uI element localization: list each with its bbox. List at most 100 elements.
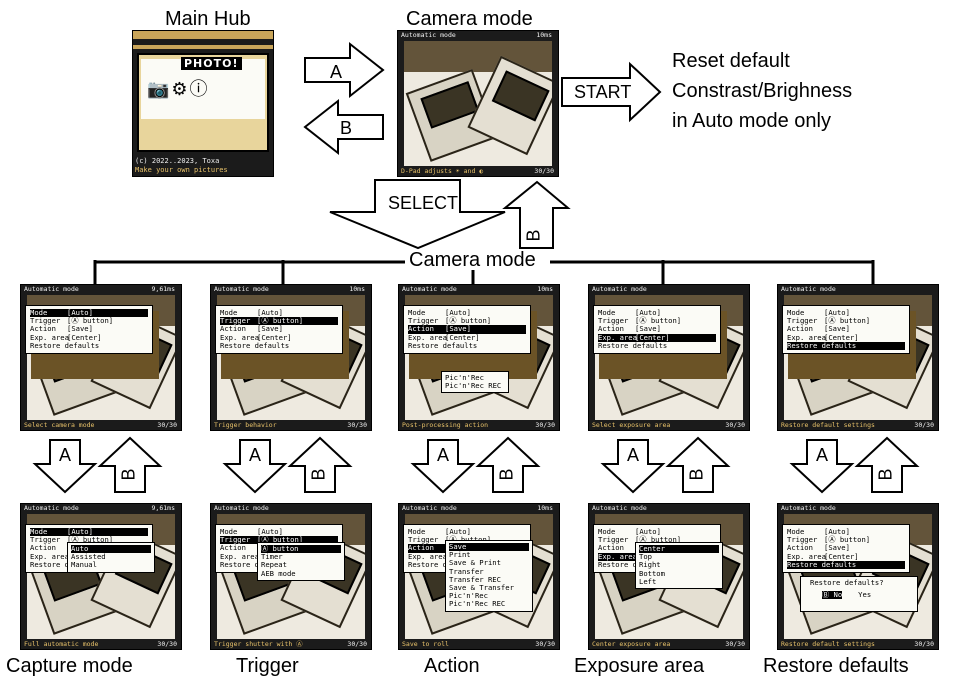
option-item[interactable]: Pic'n'Rec REC [449,599,506,609]
menu-item[interactable]: Action[Save] [30,325,148,333]
menu-item[interactable]: Mode[Auto] [598,308,716,317]
option-item[interactable]: Right [639,560,661,570]
status-mode: Automatic mode [592,504,647,512]
arrow-b-label: B [118,468,139,481]
menu-item[interactable]: Exp. area[Center] [787,332,905,342]
menu-item[interactable]: Trigger[Ⓐ button] [408,316,526,325]
status-mode: Automatic mode [781,504,836,512]
extra-line: Pic'n'Rec [445,373,484,382]
menu-item[interactable]: Action[Save] [787,325,905,333]
menu-item[interactable]: Trigger[Ⓐ button] [598,316,716,325]
shot-count: 30/30 [725,640,745,648]
dialog-no-button[interactable]: Ⓑ No [822,590,843,600]
arrow-b-label: B [496,468,517,481]
menu-label: Exp. area [787,551,826,561]
extra-line: Pic'n'Rec REC [445,381,502,391]
menu-item[interactable]: Trigger[Ⓐ button] [30,535,148,545]
menu-label: Mode [598,527,616,536]
menu-item[interactable]: Mode[Auto] [598,527,716,536]
menu-item[interactable]: Mode[Auto] [220,308,338,317]
menu-item[interactable]: Restore defaults [30,341,148,350]
menu-item[interactable]: Mode[Auto] [30,527,148,537]
arrow-b-left [303,98,384,156]
option-item[interactable]: Repeat [261,560,287,570]
option-item[interactable]: Auto [71,544,151,554]
menu-item[interactable]: Mode[Auto] [220,527,338,536]
status-exposure: 10ms [349,285,365,293]
screen-hint: Save to roll [402,640,449,648]
menu-item[interactable]: Exp. area[Center] [787,551,905,561]
menu-item[interactable]: Trigger[Ⓐ button] [598,535,716,544]
menu-value: [Center] [824,332,859,342]
menu-value: [Center] [257,332,292,342]
menu-label: Mode [220,308,238,317]
menu-item[interactable]: Exp. area[Center] [408,333,526,342]
menu-item[interactable]: Mode[Auto] [408,527,526,536]
menu-item[interactable]: Exp. area[Center] [220,332,338,342]
status-mode: Automatic mode [781,285,836,293]
option-item[interactable]: Pic'n'Rec [449,591,488,601]
menu-item[interactable]: Mode[Auto] [408,308,526,317]
option-item[interactable]: Manual [71,560,97,570]
option-item[interactable]: Transfer [449,566,484,576]
menu-item[interactable]: Exp. area[Center] [598,332,716,342]
shot-count: 30/30 [535,421,555,429]
menu-item[interactable]: Trigger[Ⓐ button] [408,535,526,544]
menu-value: [Auto] [445,308,471,317]
option-item[interactable]: Top [639,552,652,562]
menu-item[interactable]: Trigger[Ⓐ button] [787,316,905,325]
menu-item[interactable]: Mode[Auto] [787,527,905,536]
menu-item[interactable]: Action[Save] [598,325,716,333]
menu-value: [Auto] [824,527,850,536]
option-item[interactable]: Print [449,550,471,560]
option-item[interactable]: Bottom [639,568,665,578]
menu-label: Mode [598,308,616,317]
menu-label: Restore defaults [598,559,668,569]
menu-item[interactable]: Mode[Auto] [787,308,905,317]
menu-item[interactable]: Mode[Auto] [30,308,148,318]
menu-label: Restore defaults [787,559,857,569]
menu-item[interactable]: Restore defaults [787,559,905,570]
menu-item[interactable]: Exp. area[Center] [30,333,148,342]
menu-label: Action [30,543,56,553]
menu-item[interactable]: Trigger[Ⓐ button] [220,535,338,545]
column-caption: Action [424,655,480,677]
option-item[interactable]: Save & Transfer [449,583,514,593]
menu-label: Exp. area [598,332,637,342]
menu-item[interactable]: Trigger[Ⓐ button] [30,316,148,325]
option-item[interactable]: Ⓐ button [261,544,341,554]
menu-item[interactable]: Restore defaults [220,341,338,350]
shot-count: 30/30 [535,640,555,648]
menu-label: Trigger [30,535,61,545]
option-item[interactable]: Assisted [71,552,106,562]
option-item[interactable]: Timer [261,552,283,562]
menu-label: Trigger [787,535,818,545]
arrow-a-label: A [816,445,829,465]
arrow-b-up [665,436,731,493]
option-item[interactable]: Left [639,576,657,586]
option-item[interactable]: Transfer REC [449,574,501,584]
menu-item[interactable]: Action[Save] [787,544,905,552]
menu-item[interactable]: Action[Save] [220,325,338,333]
arrow-b-up-label: B [523,229,544,242]
menu-item[interactable]: Action[Save] [408,325,526,334]
arrow-b-up [475,436,541,493]
option-item[interactable]: Save [449,542,529,552]
menu-item[interactable]: Trigger[Ⓐ button] [220,316,338,326]
dialog-yes-button[interactable]: Yes [858,590,872,600]
option-item[interactable]: Center [639,544,719,554]
menu-item[interactable]: Restore defaults [787,341,905,351]
menu-value: [Auto] [445,527,471,536]
option-item[interactable]: Save & Print [449,558,501,568]
menu-item[interactable]: Trigger[Ⓐ button] [787,535,905,545]
status-mode: Automatic mode [592,285,647,293]
menu-item[interactable]: Restore defaults [598,341,716,350]
menu-item[interactable]: Restore defaults [408,341,526,350]
option-item[interactable]: AEB mode [261,568,296,578]
